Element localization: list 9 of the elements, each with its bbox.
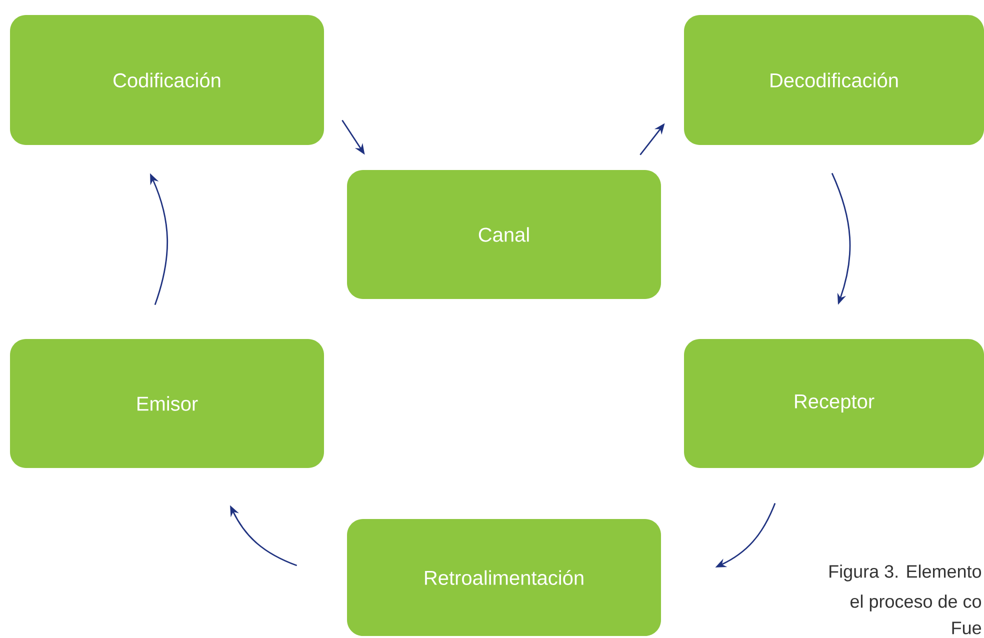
process-box: Retroalimentación <box>347 519 661 636</box>
process-box: Decodificación <box>684 15 984 145</box>
caption-text: Fue <box>952 622 981 634</box>
process-box: Receptor <box>684 339 984 468</box>
process-box: Emisor <box>10 339 324 468</box>
process-box: Codificación <box>10 15 324 145</box>
process-box: Canal <box>347 170 661 299</box>
caption-text: el proceso de co <box>850 594 982 612</box>
caption-text: Figura 3. Elemento <box>830 564 982 582</box>
